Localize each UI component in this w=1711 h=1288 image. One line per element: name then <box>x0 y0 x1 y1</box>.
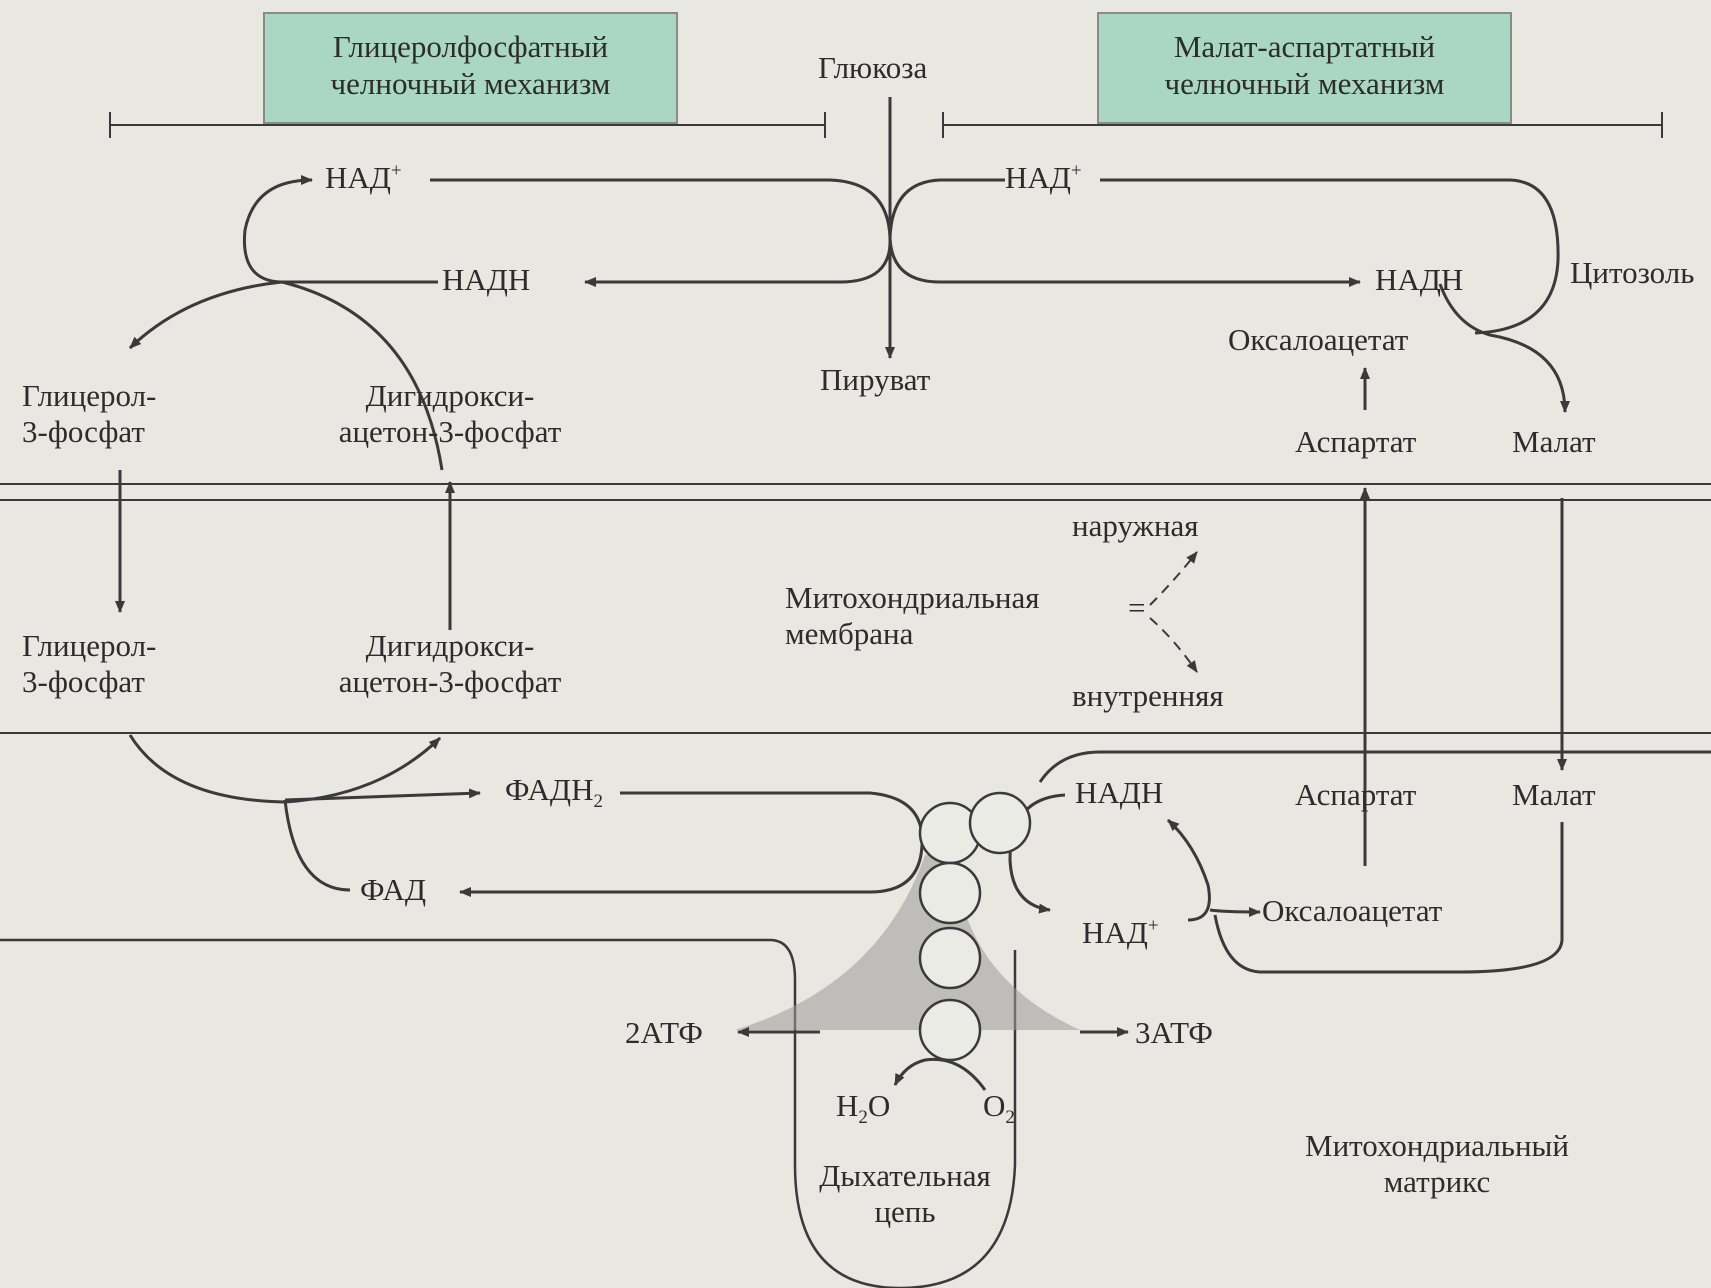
nadh-matrix-label: НАДН <box>1075 775 1164 810</box>
nad-right-label: НАД+ <box>1005 160 1082 195</box>
nadh-right-label: НАДН <box>1375 262 1464 297</box>
nad-left-label: НАД+ <box>325 160 402 195</box>
pyruvate-label: Пируват <box>820 362 931 397</box>
cytosol-label: Цитозоль <box>1570 255 1695 290</box>
fadh2-label: ФАДН2 <box>505 772 603 813</box>
aspartate-cytosol-label: Аспартат <box>1295 424 1417 459</box>
malate-shuttle-title: Малат-аспартатный <box>1173 29 1436 64</box>
complex-circle <box>918 861 982 925</box>
membrane-equals-sign: = <box>1128 590 1146 625</box>
malate-to-oaa-loop <box>1213 822 1564 974</box>
malate-shuttle-box: Малат-аспартатный челночный механизм <box>1097 12 1512 124</box>
inner-membrane-label: внутренняя <box>1072 678 1224 713</box>
nad-matrix-arrow <box>1008 793 1066 914</box>
fad-loop <box>283 799 351 892</box>
complex-circle <box>918 998 982 1062</box>
atp2-label: 2АТФ <box>625 1015 703 1050</box>
g3p-cytosol-label: Глицерол-3-фосфат <box>22 378 157 449</box>
glycerol-shuttle-box: Глицеролфосфатный челночный механизм <box>263 12 678 124</box>
oaa-cytosol-label: Оксалоацетат <box>1228 322 1409 357</box>
inner-membrane-capsule <box>0 938 1017 1288</box>
nadh-right-arrow <box>888 178 1361 287</box>
complex-circle <box>918 926 982 990</box>
outer-membrane-label: наружная <box>1072 508 1199 543</box>
g3p-to-dhap-arc <box>128 734 442 804</box>
nadh-left-label: НАДН <box>442 262 531 297</box>
nad-right-loop <box>1100 178 1560 335</box>
oaa-matrix-label: Оксалоацетат <box>1262 893 1443 928</box>
o2-to-h2o-arrow <box>893 1057 987 1091</box>
atp-cone <box>735 855 1080 1030</box>
h2o-label: H2O <box>836 1088 891 1129</box>
glucose-label: Глюкоза <box>818 50 928 85</box>
fad-label: ФАД <box>360 872 427 907</box>
dhap-cytosol-label: Дигидрокси-ацетон-3-фосфат <box>338 378 562 449</box>
nad-left-loop <box>242 175 313 284</box>
aspartate-matrix-label: Аспартат <box>1295 777 1417 812</box>
nad-matrix-label: НАД+ <box>1082 915 1159 950</box>
complex-circle <box>968 791 1032 855</box>
glycerol-shuttle-title: Глицеролфосфатный <box>332 29 609 64</box>
o2-label: O2 <box>983 1088 1015 1129</box>
g3p-membrane-label: Глицерол-3-фосфат <box>22 628 157 699</box>
dhap-membrane-label: Дигидрокси-ацетон-3-фосфат <box>338 628 562 699</box>
fadh2-arrow <box>284 788 481 802</box>
malate-cytosol-label: Малат <box>1512 424 1596 459</box>
malate-shuttle-subtitle: челночный механизм <box>1164 66 1445 102</box>
oaa-to-nadh-arrow <box>1166 818 1211 922</box>
malate-matrix-label: Малат <box>1512 777 1596 812</box>
oaa-to-malate-arrow <box>1438 283 1570 413</box>
dhap-to-g3p-arc <box>128 280 444 471</box>
glycerol-shuttle-subtitle: челночный механизм <box>330 66 611 102</box>
atp3-label: 3АТФ <box>1135 1015 1213 1050</box>
